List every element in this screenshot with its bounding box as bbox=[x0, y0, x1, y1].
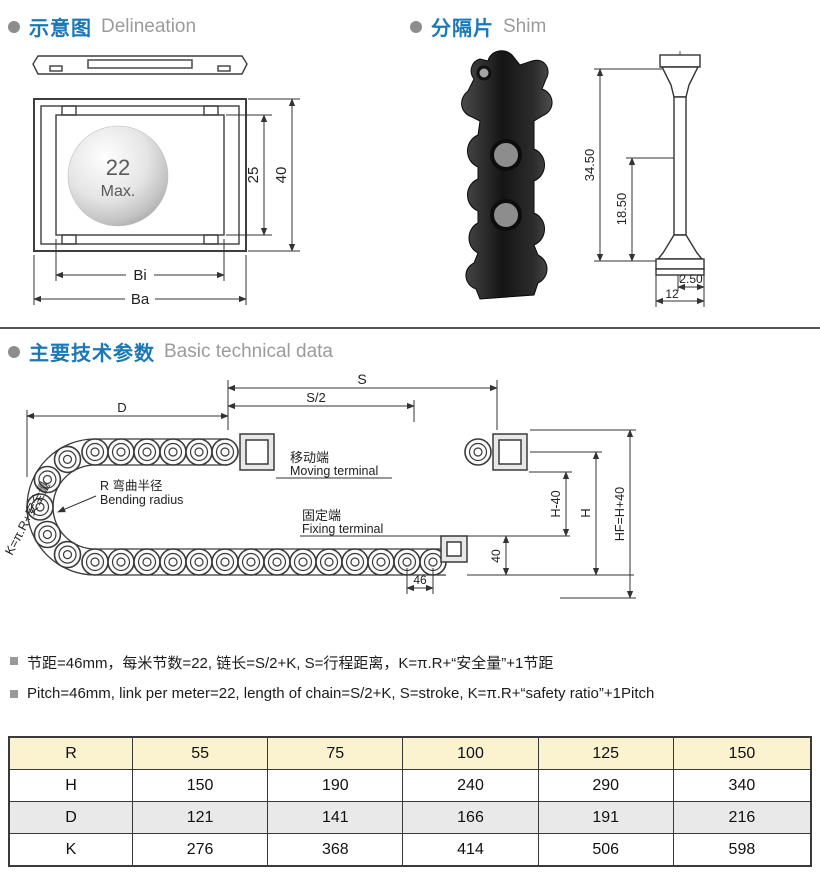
chain-frame-outline bbox=[33, 98, 247, 252]
delineation-drawing: 22 Max. 25 40 Bi Ba bbox=[32, 55, 300, 308]
table-row-d: D 121 141 166 191 216 bbox=[8, 801, 812, 834]
delineation-title-en: Delineation bbox=[101, 15, 197, 37]
table-cell: 340 bbox=[672, 769, 812, 802]
dimension-lines bbox=[33, 98, 300, 305]
table-row-r: R 55 75 100 125 150 bbox=[8, 736, 812, 770]
fixed-terminal-label-zh: 固定端 bbox=[302, 508, 341, 523]
table-cell: 276 bbox=[131, 833, 269, 867]
fixed-terminal-label-en: Fixing terminal bbox=[302, 522, 383, 536]
tech-title-en: Basic technical data bbox=[164, 340, 333, 362]
dim-1850-label: 18.50 bbox=[614, 193, 629, 226]
dim-250-label: 2.50 bbox=[679, 272, 703, 286]
table-cell: 506 bbox=[537, 833, 674, 867]
note-line-en: Pitch=46mm, link per meter=22, length of… bbox=[10, 685, 810, 702]
chain-links bbox=[26, 438, 447, 576]
dim-46-label: 46 bbox=[413, 573, 427, 587]
tech-header: 主要技术参数 Basic technical data bbox=[0, 337, 820, 366]
shim-title-zh: 分隔片 bbox=[431, 18, 494, 40]
shim-title-en: Shim bbox=[503, 15, 547, 37]
shim-side-view bbox=[655, 51, 705, 283]
row-label: H bbox=[8, 769, 133, 802]
note-bullet-icon bbox=[10, 657, 18, 665]
ball-max-label: Max. bbox=[101, 183, 136, 200]
table-cell: 290 bbox=[537, 769, 674, 802]
section-headers: 示意图 Delineation 分隔片 Shim bbox=[0, 0, 820, 41]
chain-bend-diagram: S S/2 D K=π.R+安全量 移动端 Moving terminal R … bbox=[1, 372, 636, 599]
table-cell: 240 bbox=[402, 769, 539, 802]
moving-terminal-label-en: Moving terminal bbox=[290, 464, 378, 478]
dim-h40-label: H-40 bbox=[549, 490, 563, 517]
note-bullet-icon bbox=[10, 690, 18, 698]
table-cell: 414 bbox=[402, 833, 539, 867]
bullet-icon bbox=[8, 20, 20, 33]
dim-d-label: D bbox=[117, 400, 126, 415]
dim-ba-label: Ba bbox=[131, 291, 150, 308]
diagram-dimension-lines bbox=[26, 380, 636, 599]
table-row-h: H 150 190 240 290 340 bbox=[8, 769, 812, 802]
table-cell: 141 bbox=[267, 801, 404, 834]
dim-40-label: 40 bbox=[489, 549, 503, 563]
cable-ball bbox=[67, 125, 169, 227]
delineation-title-zh: 示意图 bbox=[29, 18, 92, 40]
shim-drawing: 34.50 18.50 2.50 12 bbox=[461, 50, 705, 307]
dim-bi-label: Bi bbox=[133, 267, 146, 284]
table-cell: 150 bbox=[672, 736, 812, 770]
fixed-terminal-block bbox=[440, 535, 468, 563]
dim-s-label: S bbox=[357, 372, 366, 387]
bending-radius-label-zh: R 弯曲半径 bbox=[100, 478, 163, 493]
table-cell: 100 bbox=[402, 736, 539, 770]
dim-s2-label: S/2 bbox=[306, 390, 326, 405]
table-cell: 150 bbox=[131, 769, 269, 802]
table-row-k: K 276 368 414 506 598 bbox=[8, 833, 812, 867]
table-cell: 75 bbox=[267, 736, 404, 770]
row-label: K bbox=[8, 833, 133, 867]
drawings-row: 22 Max. 25 40 Bi Ba bbox=[0, 49, 820, 317]
table-cell: 121 bbox=[131, 801, 269, 834]
table-cell: 368 bbox=[267, 833, 404, 867]
tech-title-zh: 主要技术参数 bbox=[29, 343, 155, 365]
bullet-icon bbox=[8, 345, 20, 358]
table-cell: 125 bbox=[537, 736, 674, 770]
table-cell: 191 bbox=[537, 801, 674, 834]
dim-40-label: 40 bbox=[273, 167, 290, 184]
dim-h-label: H bbox=[578, 508, 593, 517]
table-cell: 216 bbox=[672, 801, 812, 834]
bullet-icon bbox=[410, 20, 422, 33]
shim-dimension-lines bbox=[594, 68, 705, 307]
shim-3d-render bbox=[461, 50, 553, 300]
table-cell: 166 bbox=[402, 801, 539, 834]
note-line-zh: 节距=46mm，每米节数=22, 链长=S/2+K, S=行程距离，K=π.R+… bbox=[10, 652, 810, 673]
table-cell: 190 bbox=[267, 769, 404, 802]
dim-12-label: 12 bbox=[665, 287, 679, 301]
section-divider bbox=[0, 327, 820, 329]
moving-terminal-block bbox=[239, 433, 275, 471]
dim-hf-label: HF=H+40 bbox=[613, 487, 627, 541]
shim-header: 分隔片 Shim bbox=[410, 12, 812, 41]
table-cell: 598 bbox=[672, 833, 812, 867]
row-label: R bbox=[8, 736, 133, 770]
table-cell: 55 bbox=[131, 736, 269, 770]
dim-25-label: 25 bbox=[245, 167, 262, 184]
note-text-en: Pitch=46mm, link per meter=22, length of… bbox=[27, 685, 655, 702]
bending-radius-label-en: Bending radius bbox=[100, 493, 183, 507]
notes-section: 节距=46mm，每米节数=22, 链长=S/2+K, S=行程距离，K=π.R+… bbox=[0, 652, 820, 702]
reference-terminal-block bbox=[464, 433, 528, 471]
spec-table: R 55 75 100 125 150 H 150 190 240 290 34… bbox=[8, 736, 812, 867]
moving-terminal-label-zh: 移动端 bbox=[290, 450, 329, 465]
chain-lid-outline bbox=[32, 55, 248, 75]
note-text-zh: 节距=46mm，每米节数=22, 链长=S/2+K, S=行程距离，K=π.R+… bbox=[27, 655, 554, 672]
ball-diameter-label: 22 bbox=[106, 155, 130, 180]
delineation-header: 示意图 Delineation bbox=[8, 12, 410, 41]
row-label: D bbox=[8, 801, 133, 834]
dim-3450-label: 34.50 bbox=[582, 149, 597, 182]
